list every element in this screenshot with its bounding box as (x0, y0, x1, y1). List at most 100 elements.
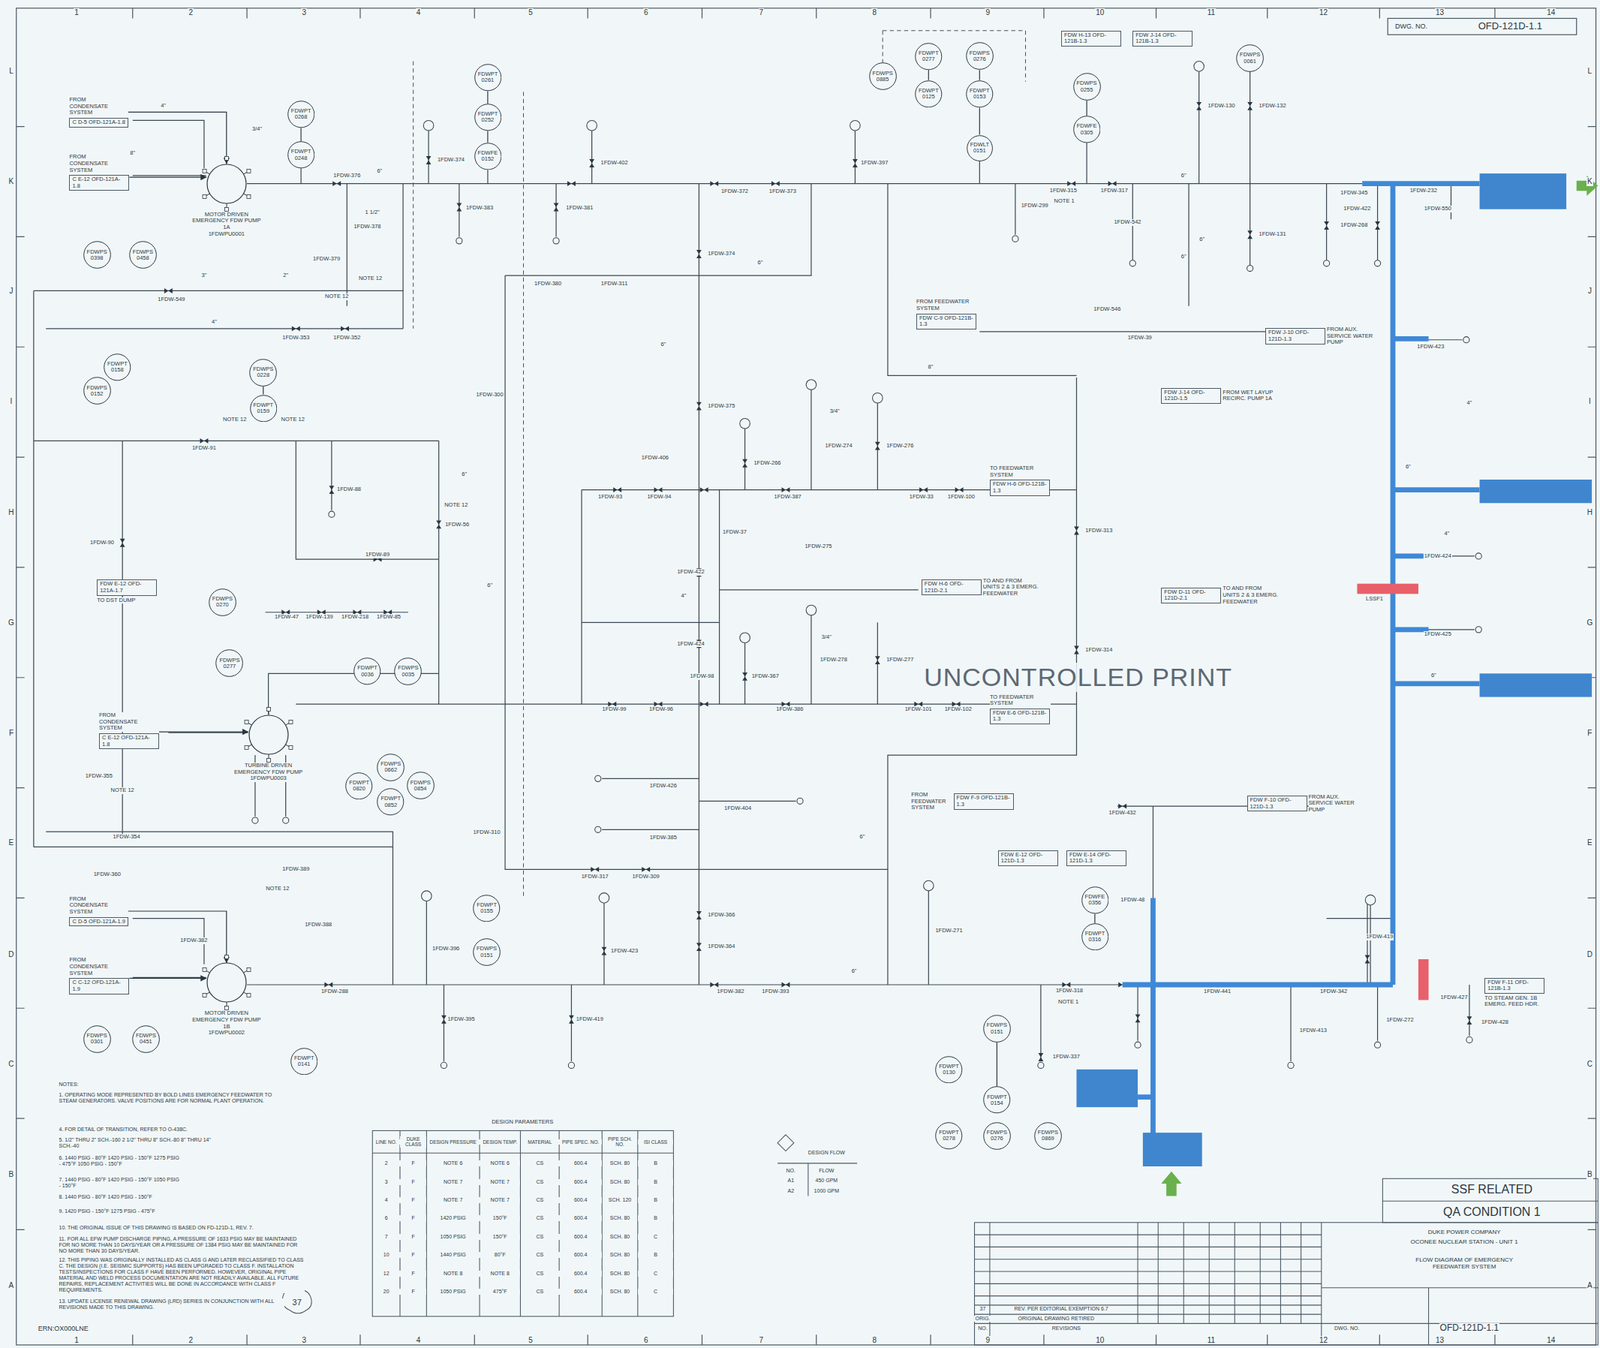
offpage-connector: TO DST DUMPFDW E-12 OFD-121A-1.7 (96, 579, 157, 604)
pump-name: 1FDWPU0003 (230, 775, 307, 782)
table-cell: MATERIAL (520, 1139, 560, 1145)
instrument-bubble: FDWPS 0151 (472, 938, 501, 966)
instrument-bubble: FDWPS 0270 (208, 588, 237, 617)
connector-heading: TO AND FROM UNITS 2 & 3 EMERG. FEEDWATER (983, 577, 1040, 598)
grid-reference: 8 (871, 8, 878, 18)
connector-reference: FDW J-14 OFD-121D-1.5 (1160, 387, 1222, 404)
instrument-bubble: FDWPT 0141 (290, 1047, 319, 1076)
tag-label: 1FDW-56 (444, 521, 470, 529)
tag-label: 450 GPM (815, 1177, 840, 1184)
grid-reference: 7 (758, 1335, 765, 1345)
drawing-part (1475, 626, 1482, 633)
tag-label: 1FDW-379 (312, 255, 341, 263)
drawing-part (974, 1222, 1599, 1345)
instrument-tag: FDWPT 0261 (478, 71, 499, 85)
table-cell: 600.4 (559, 1160, 602, 1167)
tag-label: 1FDW-378 (352, 223, 382, 231)
pump-caption: MOTOR DRIVEN EMERGENCY FDW PUMP 1A1FDWPU… (188, 211, 265, 238)
offpage-connector: TO AND FROM UNITS 2 & 3 EMERG. FEEDWATER… (1160, 585, 1279, 605)
table-cell: C (637, 1270, 674, 1277)
connector-heading: TO DST DUMP (96, 597, 148, 605)
nozzle-flange (224, 207, 229, 211)
tag-label: 1FDW-315 (1049, 187, 1078, 195)
instrument-outline (1073, 116, 1100, 143)
table-cell: SCH. 80 (602, 1215, 638, 1222)
connector-reference: FDW J-10 OFD-121D-1.3 (1265, 327, 1326, 344)
drawing-part (1463, 336, 1470, 343)
tag-label: NOTE 12 (357, 275, 383, 283)
pump-caption: MOTOR DRIVEN EMERGENCY FDW PUMP 1B1FDWPU… (188, 1010, 265, 1037)
tag-label: NO. (977, 1325, 988, 1332)
drawing-part (1073, 526, 1080, 536)
tag-label: 6. 1440 PSIG - 80°F 1420 PSIG - 150°F 12… (58, 1154, 183, 1167)
tag-label: 1FDW-426 (649, 782, 678, 790)
instrument-outline (915, 42, 942, 70)
instrument-outline (474, 142, 501, 169)
tag-label: 1FDW-382 (179, 937, 208, 945)
tag-label: 1FDW-300 (475, 391, 505, 399)
instrument-bubble: FDWFE 0356 (1081, 886, 1110, 915)
instrument-tag: FDWPT 0316 (1085, 930, 1106, 944)
instrument-bubble: FDWPS 0276 (965, 42, 994, 70)
table-cell: F (400, 1215, 427, 1222)
drawing-part (771, 180, 780, 187)
tag-label: 8" (129, 150, 136, 157)
table-cell: 1050 PSIG (427, 1233, 480, 1240)
instrument-tag: FDWPT 0141 (294, 1055, 315, 1068)
tag-label: 6" (1198, 236, 1206, 244)
tag-label: 1FDW-337 (1052, 1053, 1081, 1061)
nozzle-flange (246, 993, 251, 998)
instrument-bubble: FDWPT 0277 (914, 42, 943, 71)
offpage-connector: FROM WET LAYUP RECIRC. PUMP 1AFDW J-14 O… (1160, 387, 1274, 404)
tag-label: 1FDW-274 (824, 442, 854, 450)
pump-casing (249, 715, 289, 755)
instrument-bubble: FDWPS 0662 (376, 753, 405, 782)
instrument-outline (1073, 73, 1101, 101)
tag-label: 1FDW-90 (89, 539, 115, 547)
tag-label: 1FDW-355 (84, 772, 114, 780)
tag-label: 1FDW-218 (340, 613, 370, 621)
drawing-part (568, 1015, 575, 1024)
drawing-part (1135, 1013, 1141, 1023)
tag-label: 1FDW-39 (1127, 334, 1153, 342)
instrument-tag: FDWPT 0158 (107, 360, 128, 374)
drawing-part (875, 442, 881, 451)
instrument-outline (966, 81, 993, 108)
table-cell: 1440 PSIG (427, 1251, 480, 1258)
grid-reference: L (8, 66, 15, 76)
grid-reference: 1 (73, 8, 80, 18)
drawing-part (1193, 61, 1205, 73)
tag-label: 1FDW-373 (768, 188, 797, 196)
grid-reference: 3 (300, 8, 307, 18)
drawing-part (590, 866, 599, 873)
grid-reference: 4 (415, 1335, 422, 1345)
drawing-part (1134, 1041, 1141, 1048)
drawing-part (1142, 1132, 1203, 1167)
pipe-connector (262, 386, 264, 395)
instrument-tag: FDWPS 0662 (380, 760, 401, 774)
tag-label: 1FDW-549 (156, 296, 186, 304)
tag-label: 1FDW-354 (112, 833, 142, 841)
instrument-tag: FDWPS 0061 (1239, 51, 1261, 65)
tag-label: ERN:OX000LNE (37, 1324, 90, 1333)
tag-label: DUKE POWER COMPANY (1427, 1228, 1502, 1236)
tag-label: 1FDW-428 (1480, 1019, 1510, 1026)
connector-heading: FROM AUX. SERVICE WATER PUMP (1326, 326, 1373, 346)
grid-reference: 2 (187, 8, 194, 18)
tag-label: 1FDW-402 (599, 159, 629, 167)
drawing-part (1037, 1061, 1044, 1068)
tag-label: 1FDW-424 (1423, 553, 1453, 560)
tag-label: 1FDW-94 (646, 493, 672, 501)
connector-heading: TO AND FROM UNITS 2 & 3 EMERG. FEEDWATER (1222, 585, 1279, 605)
instrument-tag: FDWPT 0159 (253, 402, 274, 416)
table-cell: CS (520, 1178, 560, 1185)
tag-label: 1FDW-546 (1092, 306, 1122, 313)
table-cell: NOTE 6 (427, 1160, 480, 1167)
tag-label: 1FDW-423 (1416, 343, 1445, 351)
grid-reference: 13 (1434, 8, 1445, 18)
pipe-connector (487, 91, 488, 105)
tag-label: 1 1/2" (364, 209, 381, 217)
connector-reference: FDW H-6 OFD-121D-2.1 (921, 579, 982, 596)
connector-heading: TO FEEDWATER SYSTEM (989, 465, 1052, 479)
